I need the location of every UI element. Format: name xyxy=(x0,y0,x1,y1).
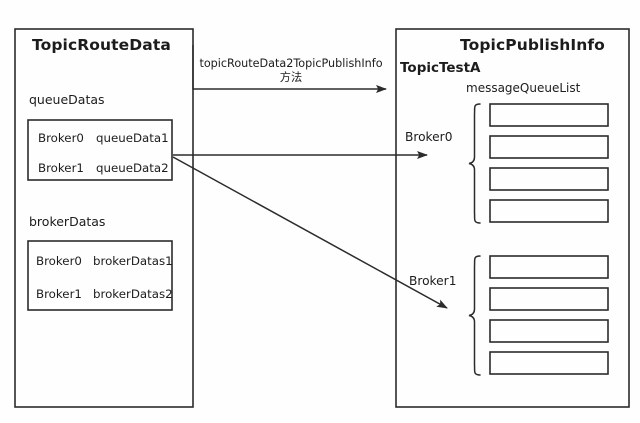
broker-datas-row-value: brokerDatas1 xyxy=(93,254,173,268)
message-queue-box xyxy=(489,351,609,375)
right-panel-title: TopicPublishInfo xyxy=(460,36,605,54)
queuedatas-to-broker1-arrow xyxy=(172,156,448,309)
broker-datas-box xyxy=(27,240,173,311)
message-queue-box xyxy=(489,135,609,159)
queue-datas-row-broker: Broker1 xyxy=(38,161,84,175)
convert-method-label-line1: topicRouteData2TopicPublishInfo xyxy=(199,57,383,70)
message-queue-box xyxy=(489,167,609,191)
message-queue-box xyxy=(489,199,609,223)
left-panel-title: TopicRouteData xyxy=(32,36,171,54)
topic-name-label: TopicTestA xyxy=(400,60,481,76)
message-queue-box xyxy=(489,255,609,279)
broker1-group-label: Broker1 xyxy=(409,274,457,288)
queue-datas-row-value: queueData1 xyxy=(96,131,169,145)
convert-method-arrow xyxy=(192,45,387,93)
broker1-brace xyxy=(468,255,481,376)
message-queue-box xyxy=(489,103,609,127)
left-panel-frame xyxy=(14,28,194,408)
message-queue-box xyxy=(489,287,609,311)
broker0-group-label: Broker0 xyxy=(405,130,453,144)
broker-datas-row-broker: Broker0 xyxy=(36,254,82,268)
queue-datas-label: queueDatas xyxy=(29,92,105,107)
broker-datas-label: brokerDatas xyxy=(29,214,106,229)
queue-datas-box xyxy=(27,119,173,181)
broker-datas-row-value: brokerDatas2 xyxy=(93,287,173,301)
queue-datas-row-broker: Broker0 xyxy=(38,131,84,145)
queue-datas-row-value: queueData2 xyxy=(96,161,169,175)
convert-method-label-line2: 方法 xyxy=(279,71,303,84)
broker-datas-row-broker: Broker1 xyxy=(36,287,82,301)
message-queue-list-label: messageQueueList xyxy=(466,81,581,95)
message-queue-box xyxy=(489,319,609,343)
broker0-brace xyxy=(468,103,481,224)
